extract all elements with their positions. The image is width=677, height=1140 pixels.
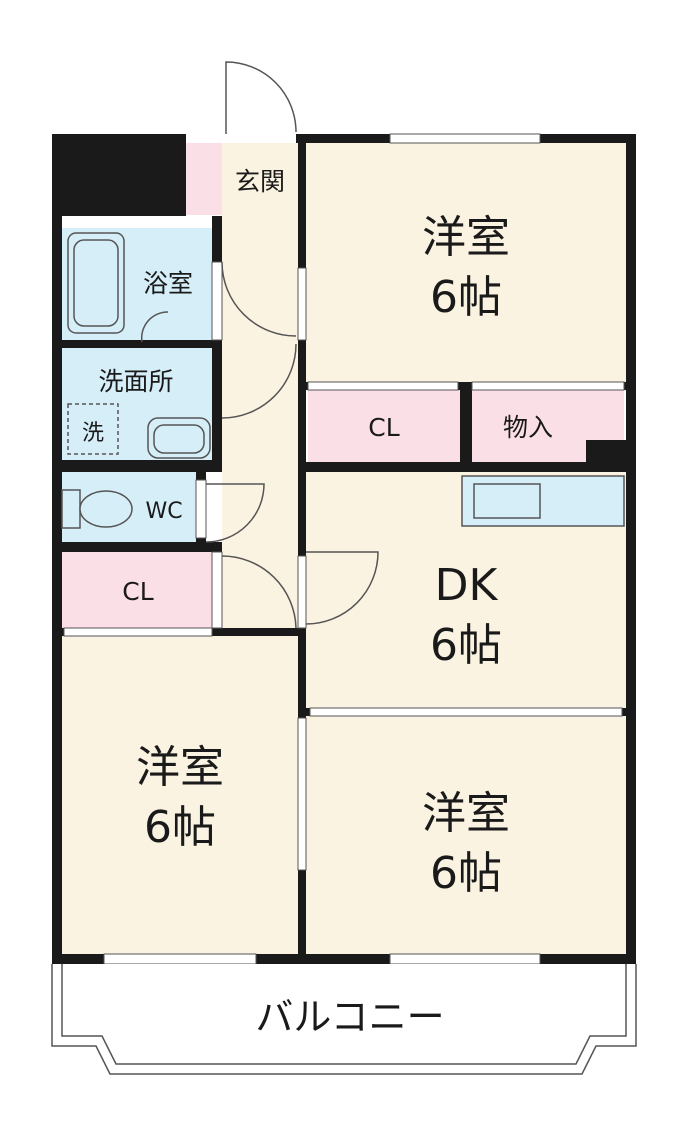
western-room-right-size: 6帖 [430,848,502,899]
entrance-label: 玄関 [235,167,285,196]
closet-center-area [308,390,460,462]
western-room-top-area [306,143,626,383]
kitchen-sink [473,483,541,519]
storage-label: 物入 [503,413,553,442]
bath-label: 浴室 [143,269,193,298]
door-swings [140,61,379,629]
window-openings [63,133,625,965]
washer-label: 洗 [82,421,104,446]
washroom-label: 洗面所 [98,367,173,396]
western-room-left-size: 6帖 [144,802,216,853]
entrance-pink-area [186,143,222,215]
bathtub-inner [73,239,119,327]
wash-basin-icon [147,417,211,459]
wc-label: WC [145,499,182,524]
entrance-area [222,143,298,215]
toilet-tank-icon [61,489,81,529]
toilet-bowl-icon [79,490,133,528]
dk-size: 6帖 [430,620,502,671]
dk-name: DK [435,560,499,611]
balcony-outline [51,964,637,1075]
bathtub-icon [67,232,125,334]
western-room-top-size: 6帖 [430,272,502,323]
western-room-top-name: 洋室 [422,212,510,263]
washer-icon [67,403,119,455]
wash-basin-inner [153,424,205,454]
hallway-area [222,215,298,635]
western-room-left-name: 洋室 [136,742,224,793]
western-room-right-area [306,716,626,954]
western-room-left-area [62,636,298,954]
closet-left-area [62,552,212,628]
balcony-inner [61,964,627,1065]
balcony-label: バルコニー [255,995,444,1039]
closet-left-label: CL [122,577,153,606]
closet-center-label: CL [368,413,399,442]
western-room-right-name: 洋室 [422,788,510,839]
